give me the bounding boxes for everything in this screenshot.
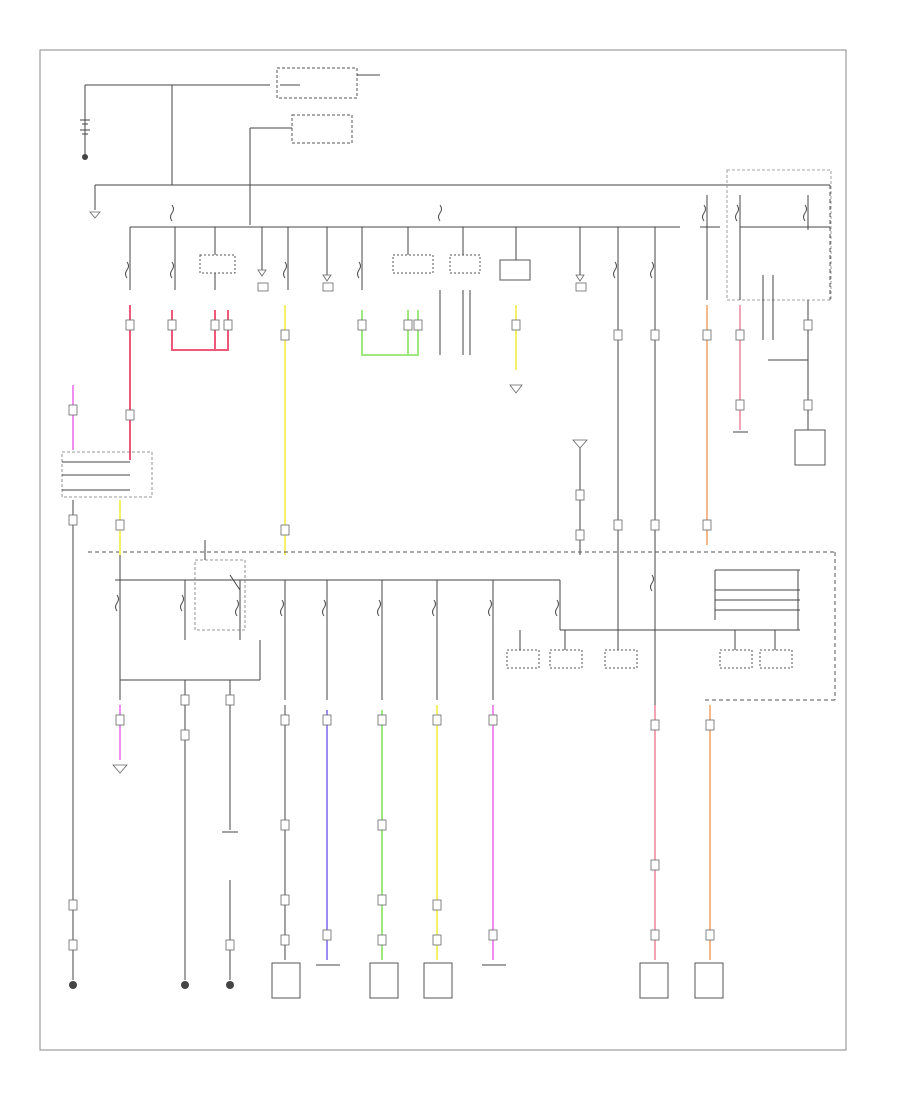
relay-box-3 [449,254,481,274]
ignition-switch-box [276,67,358,99]
fuse-symbols [125,204,807,279]
ground-symbol-top-3 [322,274,332,282]
upper-wires [72,305,741,555]
battery-section [80,84,270,185]
underhood-fuse-box-outline [726,169,832,301]
diagram-frame [39,49,847,1051]
upper-connectors [68,319,813,541]
lower-plain-wires [72,500,656,980]
upper-plain-wires [439,275,809,555]
battery-ground-terminal [82,154,88,160]
ground-symbol-yellow [509,384,523,394]
ignition-relay-box [291,114,353,144]
ground-symbol-top-left [89,211,101,219]
relay-box-1 [199,254,236,274]
ground-symbol-top-2 [257,269,267,277]
bottom-components [69,764,724,999]
ground-symbol-mid-right [572,439,588,449]
ground-symbol-top-4 [575,274,585,282]
component-box-right-1 [794,429,826,466]
connector-top-6 [322,282,334,292]
ground-symbol-pink-left [112,764,128,774]
upper-fuse-taps [129,195,809,300]
relay-box-lower-4 [719,649,753,669]
relay-box-lower-1 [506,649,540,669]
ground-point-bottom-3 [226,981,234,989]
lower-fuse-taps [119,552,776,700]
ground-point-bottom-1 [69,981,77,989]
component-box-bottom-1 [271,962,301,999]
relay-box-lower-5 [759,649,793,669]
lower-connectors [68,514,715,951]
relay-box-lower-2 [549,649,583,669]
component-box-bottom-3 [423,962,453,999]
connector-top-5 [257,282,269,292]
component-box-bottom-4 [639,962,669,999]
lower-wires [119,500,711,960]
component-box-bottom-5 [694,962,724,999]
relay-box-4 [499,259,531,281]
relay-box-lower-left [194,559,246,631]
relay-box-lower-3 [604,649,638,669]
connector-top-7 [575,282,587,292]
relay-box-2 [392,254,434,274]
component-box-bottom-2 [369,962,399,999]
lower-fuse-symbols [115,574,654,617]
ground-point-bottom-2 [181,981,189,989]
